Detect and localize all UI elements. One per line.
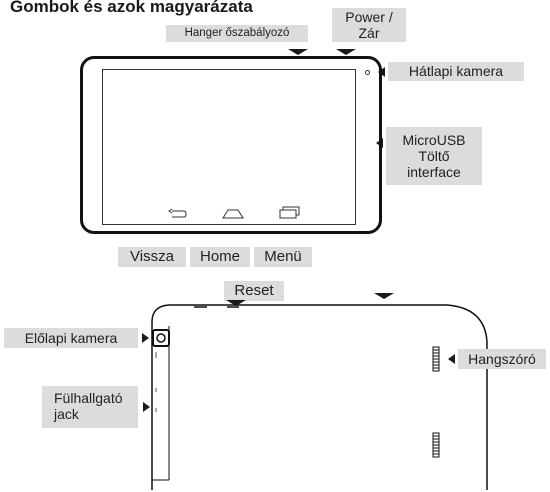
rear-camera-dot (365, 70, 370, 75)
headphone-jack-label: Fülhallgató jack (42, 386, 138, 428)
tablet-screen (102, 69, 356, 225)
speaker-label: Hangszóró (458, 349, 546, 369)
page-title: Gombok és azok magyarázata (10, 0, 253, 16)
headphone-jack-pointer (143, 402, 150, 412)
camera-lens-icon (152, 329, 170, 347)
microusb-label: MicroUSB Töltő interface (386, 127, 482, 185)
front-camera-label: Előlapi kamera (4, 328, 138, 348)
microusb-label-line-2: Töltő (418, 148, 450, 164)
power-label-line-1: Power / (345, 9, 393, 25)
bottom-edge-pointer (374, 293, 394, 299)
home-button-label: Home (190, 247, 250, 267)
microusb-label-line-3: interface (407, 164, 461, 180)
volume-pointer (288, 49, 308, 55)
home-icon[interactable] (222, 207, 244, 219)
headphone-jack-label-line-2: jack (54, 406, 79, 422)
speaker-grille-icon (432, 346, 440, 372)
power-label-line-2: Zár (358, 25, 380, 41)
reset-label: Reset (224, 281, 284, 301)
front-camera-pointer (142, 333, 149, 343)
power-pointer (336, 49, 356, 55)
tablet-back-outline (151, 304, 488, 490)
back-arrow-icon[interactable] (168, 208, 188, 220)
recent-apps-icon[interactable] (279, 206, 301, 219)
microusb-label-line-1: MicroUSB (402, 132, 466, 148)
volume-label: Hanger őszabályozó (166, 25, 308, 42)
menu-button-label: Menü (254, 247, 312, 267)
headphone-jack-label-line-1: Fülhallgató (54, 390, 123, 406)
speaker-pointer (448, 354, 455, 364)
tablet-front-outline (80, 56, 382, 234)
reset-pointer (226, 300, 246, 306)
power-label: Power / Zár (332, 8, 406, 42)
rear-camera-label: Hátlapi kamera (388, 62, 524, 81)
speaker-grille-icon (432, 432, 440, 458)
back-button-label: Vissza (118, 247, 186, 267)
